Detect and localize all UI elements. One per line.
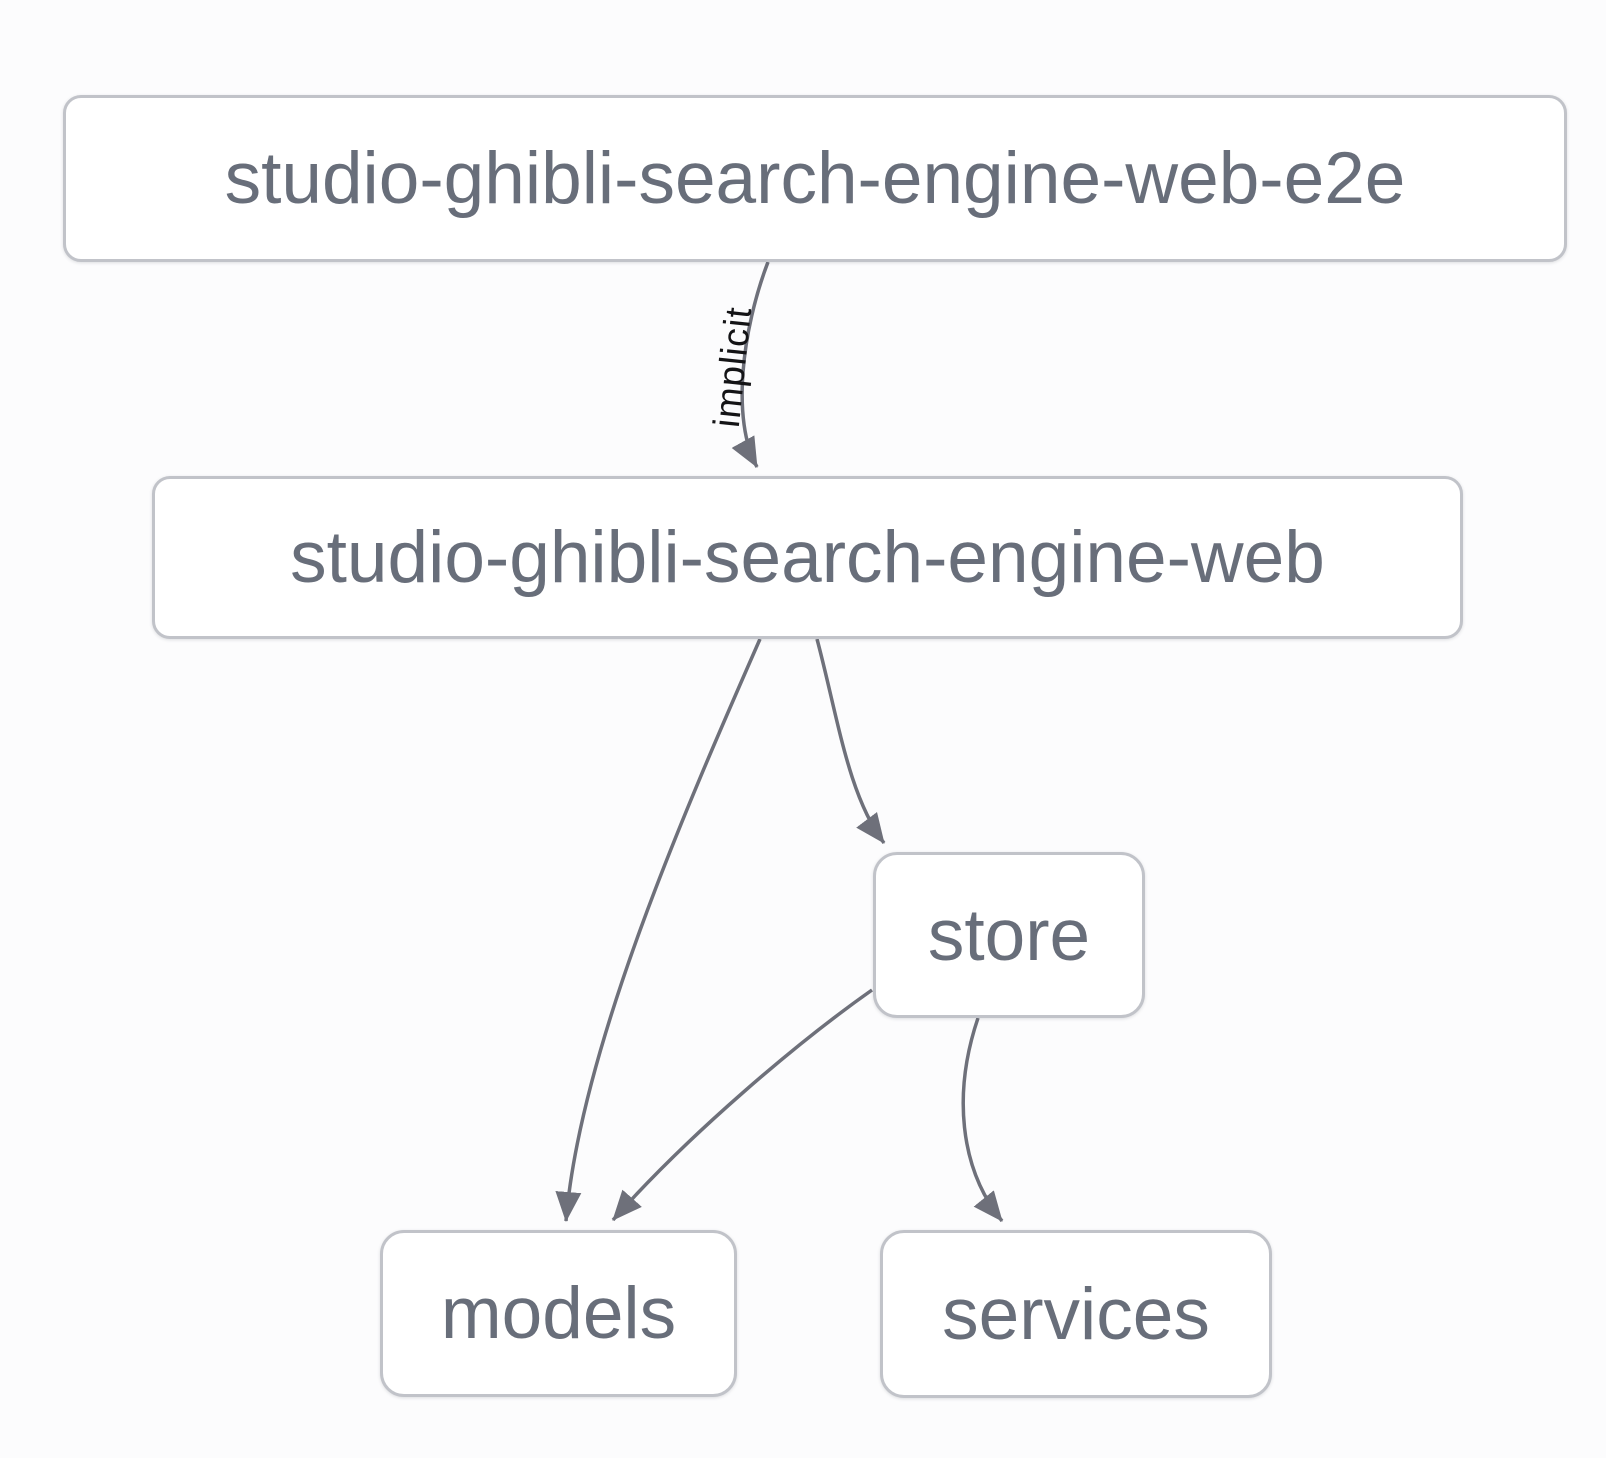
node-label: services (942, 1273, 1210, 1355)
node-store[interactable]: store (873, 852, 1145, 1018)
edge-web-to-models[interactable] (555, 638, 762, 1222)
node-services[interactable]: services (880, 1230, 1272, 1398)
node-studio-ghibli-search-engine-web[interactable]: studio-ghibli-search-engine-web (152, 476, 1463, 639)
node-label: studio-ghibli-search-engine-web-e2e (224, 138, 1406, 219)
edge-store-to-models[interactable] (611, 988, 874, 1222)
node-label: studio-ghibli-search-engine-web (290, 517, 1325, 598)
node-models[interactable]: models (380, 1230, 737, 1397)
node-studio-ghibli-search-engine-web-e2e[interactable]: studio-ghibli-search-engine-web-e2e (63, 95, 1567, 262)
node-label: store (927, 894, 1091, 976)
node-label: models (440, 1273, 677, 1354)
edge-store-to-services[interactable] (961, 1017, 1004, 1223)
edge-web-to-store[interactable] (815, 638, 886, 845)
edge-e2e-to-web[interactable] (731, 261, 770, 468)
